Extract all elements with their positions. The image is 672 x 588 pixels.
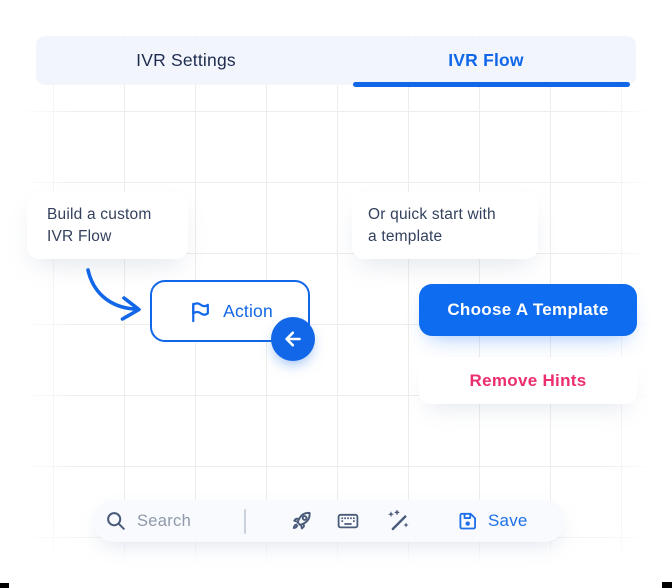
choose-template-button[interactable]: Choose A Template: [419, 284, 637, 336]
canvas-toolbar: Search: [93, 500, 565, 542]
tab-ivr-flow[interactable]: IVR Flow: [448, 50, 524, 70]
back-button[interactable]: [271, 317, 315, 361]
curved-arrow: [86, 268, 141, 321]
corner-artifact-right: [662, 582, 672, 588]
corner-artifact-left: [0, 583, 9, 588]
tab-bar: IVR Settings IVR Flow: [36, 36, 636, 87]
flag-icon: [192, 301, 210, 322]
floppy-disk-icon: [459, 512, 476, 530]
keyboard-icon[interactable]: [336, 509, 360, 533]
rocket-icon[interactable]: [290, 509, 314, 533]
save-label: Save: [488, 511, 528, 530]
search-icon[interactable]: [105, 510, 127, 532]
active-tab-underline: [353, 82, 630, 87]
arrow-left-icon: [285, 331, 301, 347]
tab-ivr-settings[interactable]: IVR Settings: [136, 50, 236, 70]
magic-wand-icon[interactable]: [386, 509, 410, 533]
remove-hints-button[interactable]: Remove Hints: [419, 357, 637, 404]
hint-line: Or quick start with: [368, 206, 496, 223]
toolbar-divider: [244, 509, 246, 534]
hint-line: IVR Flow: [47, 228, 112, 245]
hint-build-custom: Build a custom IVR Flow: [27, 192, 188, 259]
hint-quick-start: Or quick start with a template: [352, 192, 538, 259]
hint-line: Build a custom: [47, 206, 152, 223]
search-input[interactable]: Search: [137, 511, 192, 530]
hint-line: a template: [368, 228, 443, 245]
save-button[interactable]: Save: [457, 500, 528, 542]
action-node-label: Action: [223, 300, 273, 321]
